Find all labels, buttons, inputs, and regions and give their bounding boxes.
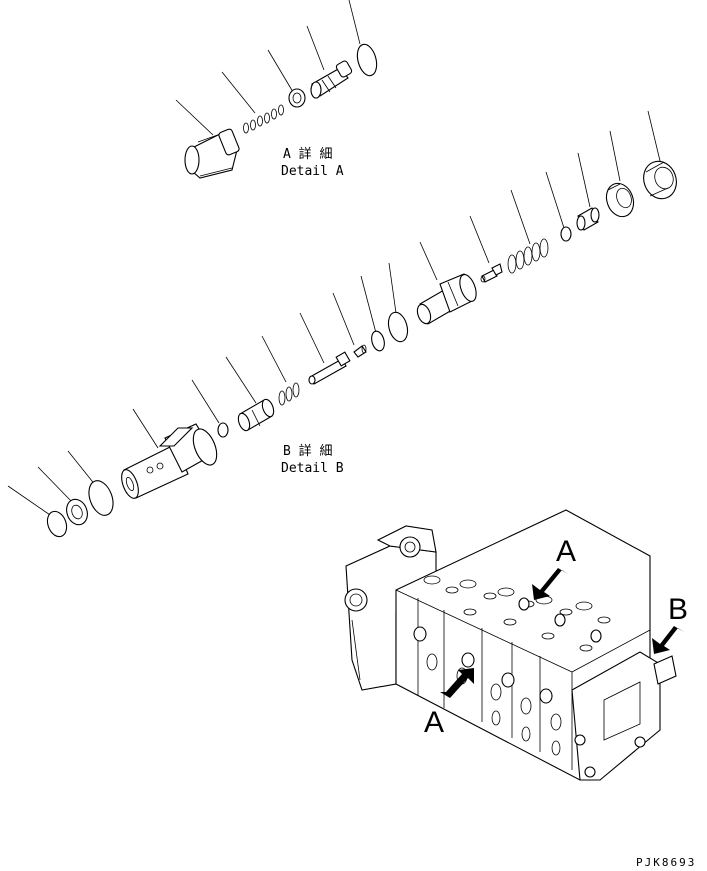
detail-a-seal: [288, 88, 306, 108]
detail-b-sleeve: [121, 423, 218, 499]
detail-b-o-ring-large: [88, 480, 114, 516]
detail-b-plunger: [308, 351, 351, 385]
view-label-a-top: A: [556, 535, 576, 568]
detail-a-spring: [243, 104, 284, 134]
detail-a-label-en: Detail A: [281, 164, 344, 179]
control-valve-assembly: A B A: [344, 509, 688, 781]
detail-b-lock-nut: [605, 182, 635, 218]
detail-a-plug: [184, 128, 240, 179]
detail-b-label-en: Detail B: [281, 461, 344, 476]
detail-b-seal-small: [371, 330, 385, 352]
detail-b-group: B 詳 細 Detail B: [7, 110, 677, 538]
outlet-end-cover: [571, 651, 677, 781]
detail-b-o-ring-mid: [387, 311, 409, 343]
detail-b-spring-large: [507, 238, 549, 274]
detail-b-small-ring: [217, 422, 229, 438]
detail-b-adjust-screw: [576, 207, 600, 231]
detail-b-backup-ring: [46, 510, 68, 538]
detail-b-piston: [237, 398, 275, 432]
arrow-b: [652, 626, 684, 654]
view-label-a-bottom: A: [424, 706, 444, 739]
detail-a-o-ring: [356, 43, 378, 77]
view-label-b: B: [668, 593, 688, 626]
detail-b-label-jp: B 詳 細: [283, 443, 332, 459]
arrow-a-top: [532, 568, 568, 600]
detail-b-spring-small: [278, 382, 300, 406]
detail-a-label-jp: A 詳 細: [283, 146, 332, 162]
detail-b-spring-seat: [560, 226, 572, 242]
detail-b-valve-seat: [416, 273, 477, 325]
detail-a-poppet: [310, 60, 353, 99]
detail-a-group: A 詳 細 Detail A: [175, 0, 378, 179]
figure-code: PJK8693: [636, 856, 696, 869]
detail-b-cap-nut: [643, 160, 677, 200]
detail-b-leaders: [7, 110, 662, 518]
detail-b-pilot-poppet: [480, 263, 503, 283]
arrow-a-bottom: [440, 668, 474, 698]
detail-b-flat-washer: [66, 498, 88, 526]
detail-b-needle: [353, 344, 367, 358]
detail-a-leaders: [175, 0, 361, 136]
